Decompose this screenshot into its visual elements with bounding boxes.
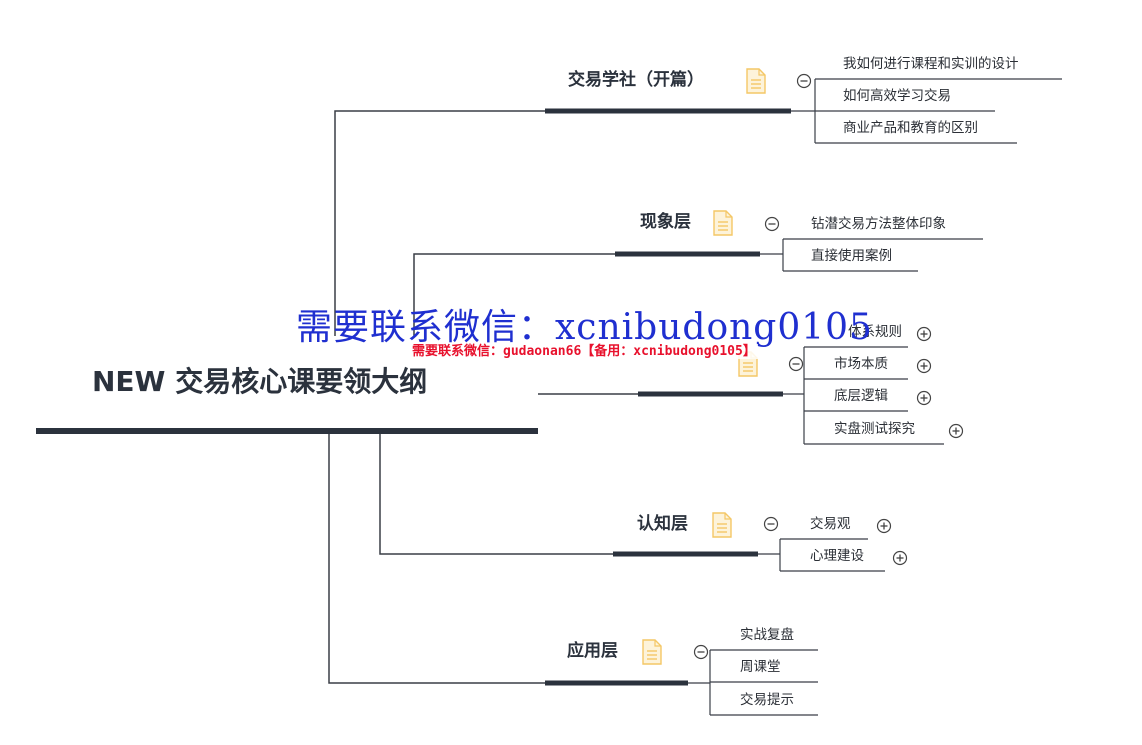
expand-icon-2-2[interactable] bbox=[916, 390, 932, 406]
expand-icon-2-1[interactable] bbox=[916, 358, 932, 374]
leaf-4-2[interactable]: 交易提示 bbox=[740, 692, 794, 708]
leaf-0-2[interactable]: 商业产品和教育的区别 bbox=[843, 120, 978, 136]
branch-title-4[interactable]: 应用层 bbox=[567, 641, 618, 661]
leaf-1-1[interactable]: 直接使用案例 bbox=[811, 248, 892, 264]
connector-branch-3 bbox=[379, 434, 613, 555]
topic-underlines bbox=[36, 78, 1062, 716]
watermark-small: 需要联系微信：gudaonan66【备用：xcnibudong0105】 bbox=[410, 344, 758, 359]
note-icon-4-page bbox=[642, 639, 662, 665]
note-icon-3[interactable] bbox=[712, 512, 732, 538]
leaf-2-3[interactable]: 实盘测试探究 bbox=[834, 421, 915, 437]
note-icon-0-fold bbox=[758, 69, 765, 76]
collapse-icon-2[interactable] bbox=[788, 356, 804, 372]
note-icon-1[interactable] bbox=[713, 210, 733, 236]
collapse-icon-0[interactable] bbox=[796, 73, 812, 89]
leaf-3-0[interactable]: 交易观 bbox=[810, 516, 851, 532]
leaf-2-0[interactable]: 体系规则 bbox=[848, 324, 902, 340]
expand-icon-2-3[interactable] bbox=[948, 423, 964, 439]
expand-icon-3-0[interactable] bbox=[876, 518, 892, 534]
expand-icon-3-1[interactable] bbox=[892, 550, 908, 566]
leaf-1-0[interactable]: 钻潜交易方法整体印象 bbox=[811, 216, 946, 232]
note-icon-1-fold bbox=[725, 211, 732, 218]
note-icon-0[interactable] bbox=[746, 68, 766, 94]
note-icon-4-fold bbox=[654, 640, 661, 647]
leaf-0-1[interactable]: 如何高效学习交易 bbox=[843, 88, 951, 104]
collapse-icon-3[interactable] bbox=[763, 516, 779, 532]
leaf-4-0[interactable]: 实战复盘 bbox=[740, 627, 794, 643]
note-icon-4[interactable] bbox=[642, 639, 662, 665]
collapse-icon-1[interactable] bbox=[764, 216, 780, 232]
expand-icon-2-0[interactable] bbox=[916, 326, 932, 342]
leaf-0-0[interactable]: 我如何进行课程和实训的设计 bbox=[843, 56, 1019, 72]
leaf-2-1[interactable]: 市场本质 bbox=[834, 356, 888, 372]
leaf-2-2[interactable]: 底层逻辑 bbox=[834, 388, 888, 404]
connector-branch-0 bbox=[334, 110, 545, 336]
watermark-large: 需要联系微信：xcnibudong0105 bbox=[296, 307, 873, 348]
note-icon-1-page bbox=[713, 210, 733, 236]
leaf-3-1[interactable]: 心理建设 bbox=[810, 548, 864, 564]
topic-icons bbox=[642, 68, 964, 665]
connector-lines bbox=[328, 79, 816, 715]
connector-branch-1 bbox=[413, 253, 615, 336]
root-topic-title[interactable]: NEW 交易核心课要领大纲 bbox=[92, 365, 428, 398]
note-icon-3-page bbox=[712, 512, 732, 538]
note-icon-0-page bbox=[746, 68, 766, 94]
branch-title-0[interactable]: 交易学社（开篇） bbox=[568, 70, 704, 90]
branch-title-1[interactable]: 现象层 bbox=[640, 212, 691, 232]
note-icon-3-fold bbox=[724, 513, 731, 520]
collapse-icon-4[interactable] bbox=[693, 644, 709, 660]
leaf-4-1[interactable]: 周课堂 bbox=[740, 659, 781, 675]
connector-branch-4 bbox=[328, 434, 545, 684]
branch-title-3[interactable]: 认知层 bbox=[637, 514, 688, 534]
